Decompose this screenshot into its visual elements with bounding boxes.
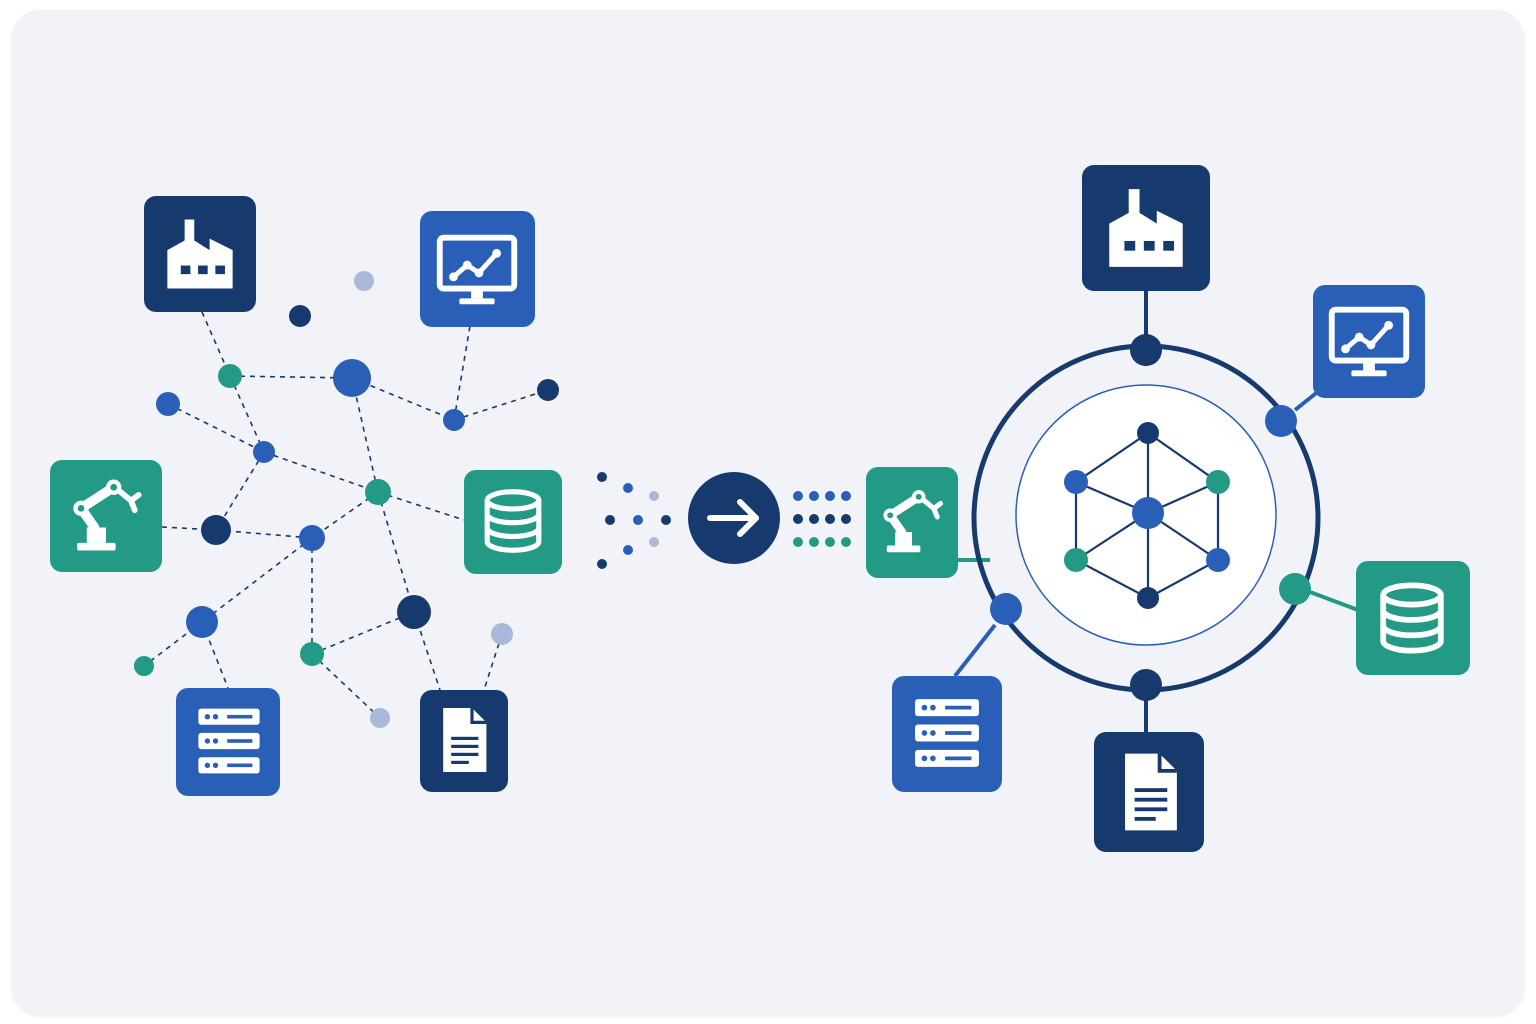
network-node: [397, 595, 431, 629]
network-node: [365, 479, 391, 505]
monitor-tile-right: [1313, 285, 1425, 398]
document-icon: [441, 706, 488, 774]
network-node: [354, 271, 374, 291]
network-node: [218, 364, 242, 388]
network-node: [156, 392, 180, 416]
document-icon: [1123, 751, 1179, 833]
network-node: [300, 642, 324, 666]
server-tile-left: [176, 688, 280, 796]
factory-tile-left: [144, 196, 256, 312]
ring-node: [1130, 334, 1162, 366]
network-node: [201, 515, 231, 545]
server-tile-right: [892, 676, 1002, 792]
network-node: [443, 409, 465, 431]
database-tile-left: [464, 470, 562, 574]
robot-tile-right: [866, 467, 958, 578]
network-node: [186, 606, 218, 638]
network-node: [299, 525, 325, 551]
hub-connectors: [953, 290, 1359, 732]
network-node: [289, 305, 311, 327]
network-nodes-left: [134, 271, 559, 728]
ring-node: [990, 593, 1022, 625]
network-node: [491, 623, 513, 645]
incoming-dots: [597, 472, 671, 569]
ring-nodes: [990, 334, 1311, 701]
database-tile-right: [1356, 561, 1470, 675]
server-icon: [198, 708, 260, 774]
network-node: [134, 656, 154, 676]
network-node: [537, 379, 559, 401]
ring-node: [1279, 573, 1311, 605]
robot-tile-left: [50, 460, 162, 572]
document-tile-right: [1094, 732, 1204, 852]
factory-tile-right: [1082, 165, 1210, 291]
ring-node: [1130, 669, 1162, 701]
network-node: [370, 708, 390, 728]
arrow-right-icon: [707, 499, 759, 537]
monitor-tile-left: [420, 211, 535, 327]
outgoing-dots: [793, 491, 851, 547]
document-tile-left: [420, 690, 508, 792]
network-node: [333, 359, 371, 397]
arrow-button: [688, 472, 780, 564]
server-icon: [915, 699, 979, 767]
network-node: [253, 441, 275, 463]
ring-node: [1265, 405, 1297, 437]
hexagon-network-icon: [1064, 422, 1230, 609]
